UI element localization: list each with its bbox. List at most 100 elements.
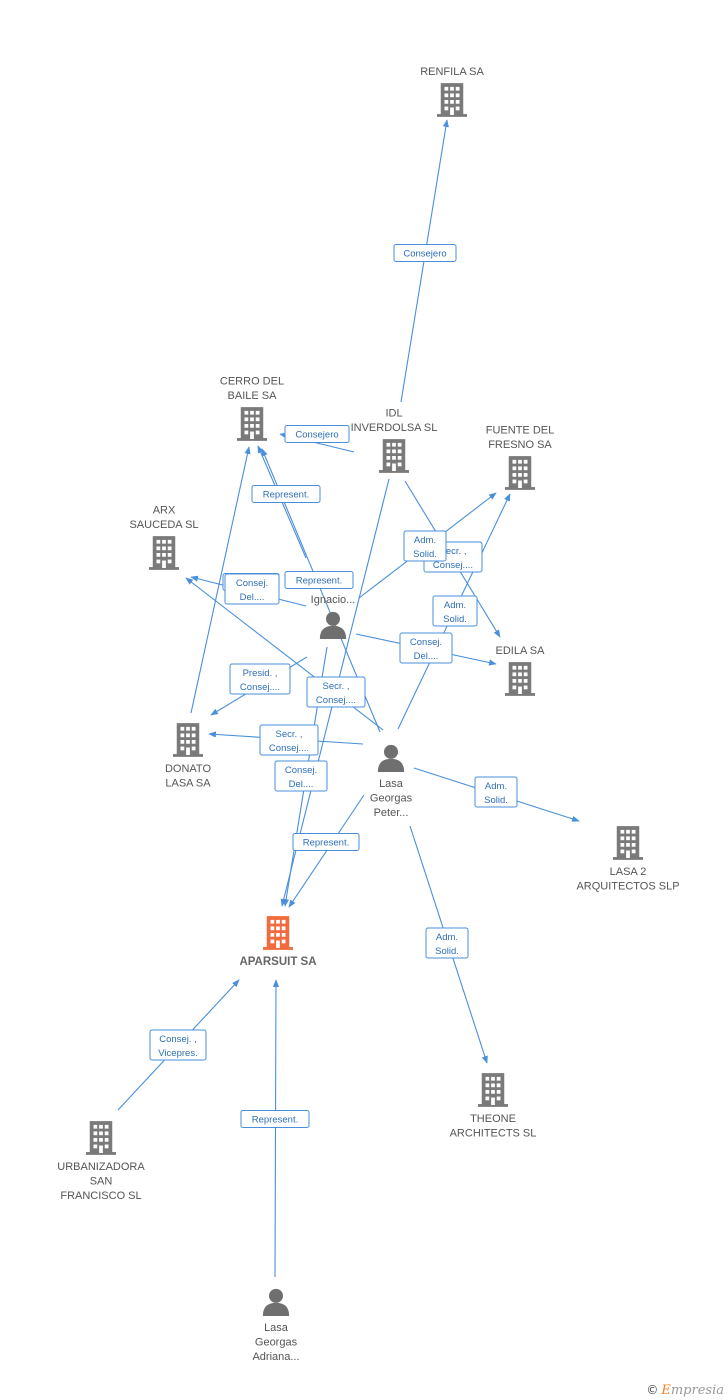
edge-label-idl-edila[interactable]: Adm. Solid.: [403, 530, 447, 562]
building-icon: [505, 456, 535, 490]
edge-label-peter-theone[interactable]: Adm. Solid.: [425, 927, 469, 959]
edge-label-box: [292, 833, 360, 851]
edge-label-text: Consej....: [269, 743, 309, 754]
node-label: Georgas: [255, 1337, 298, 1349]
building-icon: [437, 83, 467, 117]
edge-label-text: Consejero: [403, 249, 446, 260]
brand-initial: E: [661, 1383, 671, 1398]
edge-label-peter-fuente[interactable]: Adm. Solid.: [432, 595, 478, 627]
edge-label-peter-arx[interactable]: Consej.Del....: [224, 573, 280, 605]
edge-label-text: Secr. ,: [323, 681, 350, 692]
building-icon: [478, 1073, 508, 1107]
node-edila[interactable]: EDILA SA: [496, 645, 546, 696]
edge-label-peter-lasa2[interactable]: Adm. Solid.: [474, 776, 518, 808]
edge-label-text: Consej....: [316, 695, 356, 706]
edge-label-box: [284, 571, 354, 589]
edge-label-ignacio-aparsuit[interactable]: Consej.Del....: [274, 760, 328, 792]
node-peter[interactable]: LasaGeorgasPeter...: [370, 744, 413, 819]
edge-label-box: [399, 632, 453, 664]
edge-label-ignacio-cerro[interactable]: Represent.: [251, 485, 321, 503]
edge-label-idl-cerro[interactable]: Consejero: [284, 425, 350, 443]
edge-donato-cerro: [190, 446, 251, 714]
node-idl[interactable]: IDL INVERDOLSA SL: [351, 408, 438, 473]
node-label: CERRO DEL: [220, 376, 284, 388]
person-icon: [319, 611, 347, 639]
node-label: Lasa: [264, 1322, 289, 1334]
edge-label-idl-renfila[interactable]: Consejero: [393, 244, 457, 262]
node-label: IDL: [385, 408, 402, 420]
node-label: LASA SA: [165, 778, 211, 790]
node-label: FRANCISCO SL: [60, 1190, 141, 1202]
edge-label-box: [149, 1029, 207, 1061]
edge-adriana-aparsuit: [272, 979, 280, 1278]
edge-label-text: Adm.: [444, 600, 466, 611]
edge-label-peter-cerro[interactable]: Represent.: [284, 571, 354, 589]
node-label: FUENTE DEL: [486, 425, 554, 437]
node-label: Georgas: [370, 793, 413, 805]
node-arx[interactable]: ARX SAUCEDA SL: [129, 505, 199, 570]
building-icon: [173, 723, 203, 757]
node-label: Ignacio...: [311, 594, 356, 606]
node-label: APARSUIT SA: [239, 956, 316, 968]
building-icon: [86, 1121, 116, 1155]
edge-label-peter-donato[interactable]: Secr. ,Consej....: [259, 724, 319, 756]
edge-label-text: Consej....: [240, 682, 280, 693]
person-icon: [262, 1288, 290, 1316]
node-label: Lasa: [379, 778, 404, 790]
building-icon: [505, 662, 535, 696]
node-theone[interactable]: THEONE ARCHITECTS SL: [450, 1073, 537, 1140]
edge-label-ignacio-donato[interactable]: Presid. ,Consej....: [229, 663, 291, 695]
building-icon: [613, 826, 643, 860]
edge-label-text: Vicepres.: [158, 1048, 197, 1059]
edge-label-idl-aparsuit[interactable]: Secr. , Consej....: [306, 676, 366, 708]
edge-label-urbanizadora-aparsuit[interactable]: Consej. ,Vicepres.: [149, 1029, 207, 1061]
edge-label-peter-aparsuit[interactable]: Represent.: [292, 833, 360, 851]
node-aparsuit[interactable]: APARSUIT SA: [239, 916, 317, 968]
node-label: ARCHITECTS SL: [450, 1128, 537, 1140]
edge-label-box: [240, 1110, 310, 1128]
edge-label-box: [224, 573, 280, 605]
focus-building-icon: [263, 916, 293, 950]
edge-label-box: [403, 530, 447, 562]
node-label: DONATO: [165, 763, 211, 775]
edge-label-text: Consej.: [236, 578, 268, 589]
edge-label-text: Adm.: [414, 535, 436, 546]
edge-label-text: Adm.: [485, 781, 507, 792]
node-donato[interactable]: DONATO LASA SA: [165, 723, 211, 790]
edge-label-text: Represent.: [263, 490, 309, 501]
node-label: THEONE: [470, 1113, 516, 1125]
edge-label-text: Adm.: [436, 932, 458, 943]
edge-label-text: Solid.: [443, 614, 467, 625]
building-icon: [379, 439, 409, 473]
node-label: ARX: [153, 505, 176, 517]
node-label: EDILA SA: [496, 645, 546, 657]
edge-label-box: [259, 724, 319, 756]
edge-label-text: Del....: [414, 651, 439, 662]
node-label: SAUCEDA SL: [129, 519, 198, 531]
edge-label-text: Solid.: [484, 795, 508, 806]
edge-label-text: Represent.: [303, 838, 349, 849]
edge-label-text: Consej....: [433, 560, 473, 571]
edge-label-box: [284, 425, 350, 443]
node-label: INVERDOLSA SL: [351, 422, 438, 434]
node-renfila[interactable]: RENFILA SA: [420, 66, 484, 117]
edge-label-text: Solid.: [435, 946, 459, 957]
edge-label-text: Secr. ,: [440, 546, 467, 557]
footer-brand: ©Empresia: [646, 1383, 724, 1398]
edge-label-box: [306, 676, 366, 708]
edge-label-text: Represent.: [296, 576, 342, 587]
edge-label-text: Solid.: [413, 549, 437, 560]
edge-label-box: [425, 927, 469, 959]
node-adriana[interactable]: LasaGeorgasAdriana...: [252, 1288, 300, 1363]
edge-label-ignacio-edila[interactable]: Consej.Del....: [399, 632, 453, 664]
person-icon: [377, 744, 405, 772]
edge-label-adriana-aparsuit[interactable]: Represent.: [240, 1110, 310, 1128]
node-label: ARQUITECTOS SLP: [576, 881, 679, 893]
node-label: URBANIZADORA: [57, 1161, 145, 1173]
